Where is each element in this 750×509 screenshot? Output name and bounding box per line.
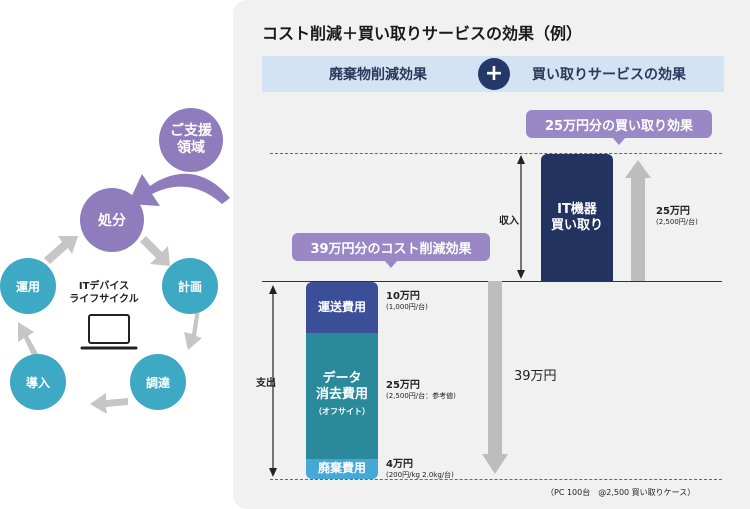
expense-total-label: 39万円	[514, 369, 557, 384]
node-introduce-label: 導入	[25, 375, 50, 390]
band-waste-reduction: 廃棄物削減効果	[262, 56, 494, 92]
node-plan-label: 計画	[177, 279, 202, 294]
expense-value-3-note: (200円/kg 2.0kg/台)	[386, 470, 454, 479]
expense-bar-2-sublabel: （オフサイト）	[314, 407, 370, 417]
node-operate: 運用	[0, 258, 56, 314]
expense-value-3-amount: 4万円	[386, 458, 413, 470]
expense-bar-1-label-line1: 運送費用	[317, 299, 366, 314]
expense-value-1: 10万円(1,000円/台)	[386, 291, 428, 313]
income-value: 25万円(2,500円/台)	[656, 206, 698, 228]
expense-label: 支出	[256, 378, 276, 389]
expense-bar-2-label-line2: 消去費用	[315, 387, 368, 403]
expense-bar-3-label-line1: 廃棄費用	[317, 461, 366, 476]
support-curve-arrow	[128, 173, 230, 206]
expense-bottom-dashline	[270, 479, 722, 480]
income-top-dashline	[270, 153, 722, 154]
lifecycle-arrows	[18, 173, 230, 414]
income-value-amount: 25万円	[656, 206, 690, 217]
income-value-note: (2,500円/台)	[656, 218, 698, 226]
cycle-arrows	[18, 236, 202, 414]
laptop-icon	[80, 314, 138, 350]
expense-value-2-note: (2,500円/台：参考値)	[386, 391, 456, 400]
income-label: 収入	[499, 216, 519, 227]
bubble-buyback-effect: 25万円分の買い取り効果	[526, 110, 712, 145]
income-bar-buyback-label-line1: IT機器	[557, 202, 597, 217]
panel-title: コスト削減＋買い取りサービスの効果（例）	[262, 24, 583, 43]
node-disposal: 処分	[80, 188, 144, 252]
bubble-cost-reduction: 39万円分のコスト削減効果	[292, 233, 490, 268]
support-label-line2: 領域	[177, 140, 205, 156]
center-label-line2: ライフサイクル	[69, 294, 139, 305]
center-label-line1: ITデバイス	[78, 281, 130, 292]
node-introduce: 導入	[10, 354, 66, 410]
node-procure-label: 調達	[145, 375, 170, 390]
support-label-line1: ご支援	[170, 123, 212, 139]
expense-value-2: 25万円(2,500円/台：参考値)	[386, 380, 456, 402]
expense-value-1-amount: 10万円	[386, 291, 420, 303]
band-buyback: 買い取りサービスの効果	[494, 56, 724, 92]
plus-icon: +	[478, 58, 510, 90]
income-bar-buyback: IT機器買い取り	[541, 154, 613, 282]
expense-value-2-amount: 25万円	[386, 379, 420, 391]
expense-bar-3: 廃棄費用	[306, 458, 378, 479]
dimension-arrows	[269, 155, 651, 477]
buyback-up-arrow	[625, 160, 651, 281]
node-plan: 計画	[162, 258, 218, 314]
expense-value-1-note: (1,000円/台)	[386, 303, 428, 312]
node-procure: 調達	[130, 354, 186, 410]
expense-bar-1: 運送費用	[306, 282, 378, 333]
footnote: （PC 100台 @2,500 買い取りケース）	[546, 488, 696, 497]
cost-down-arrow	[482, 281, 508, 474]
expense-bar-2-label-line1: データ	[322, 371, 362, 387]
support-area-circle: ご支援 領域	[159, 108, 223, 172]
node-disposal-label: 処分	[98, 213, 126, 229]
lifecycle-center-label: ITデバイス ライフサイクル	[62, 280, 146, 306]
expense-bar-2: データ消去費用 （オフサイト）	[306, 332, 378, 459]
expense-value-3: 4万円(200円/kg 2.0kg/台)	[386, 459, 454, 481]
income-bar-buyback-label-line2: 買い取り	[550, 218, 603, 233]
node-operate-label: 運用	[15, 279, 40, 294]
